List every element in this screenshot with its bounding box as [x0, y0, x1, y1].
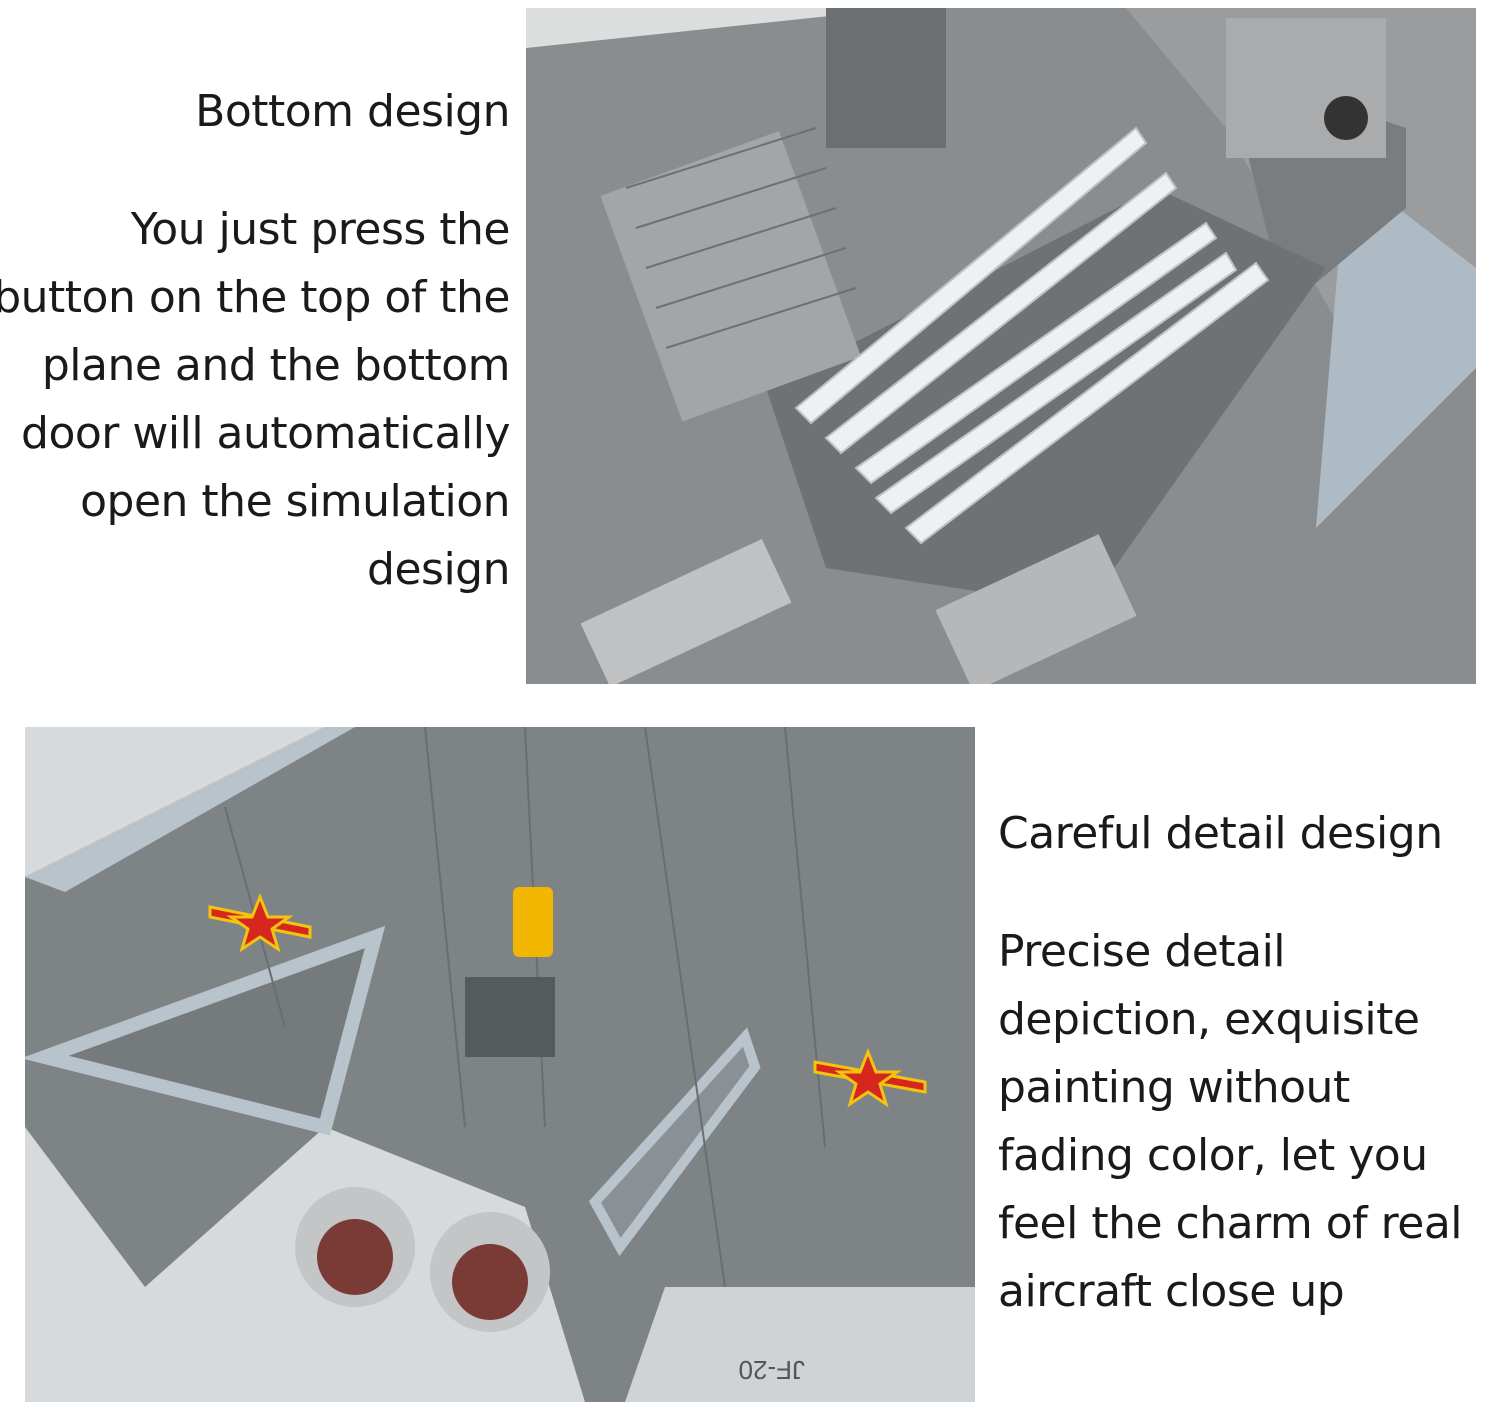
detail-design-description: Precise detail depiction, exquisite pain… [998, 926, 1463, 1317]
bottom-design-description: You just press the button on the top of … [0, 204, 511, 595]
roundel-right [813, 1047, 927, 1108]
stand-label: JF-20 [739, 1355, 805, 1385]
top-button [513, 887, 553, 957]
weapons-bay-photo [526, 8, 1476, 684]
roundel-left [208, 892, 312, 953]
aircraft-detail-photo: JF-20 [25, 727, 975, 1402]
engine-nozzles [295, 1187, 550, 1332]
detail-design-title: Careful detail design [998, 808, 1443, 859]
missiles [794, 126, 1270, 545]
bottom-design-title: Bottom design [195, 86, 510, 137]
